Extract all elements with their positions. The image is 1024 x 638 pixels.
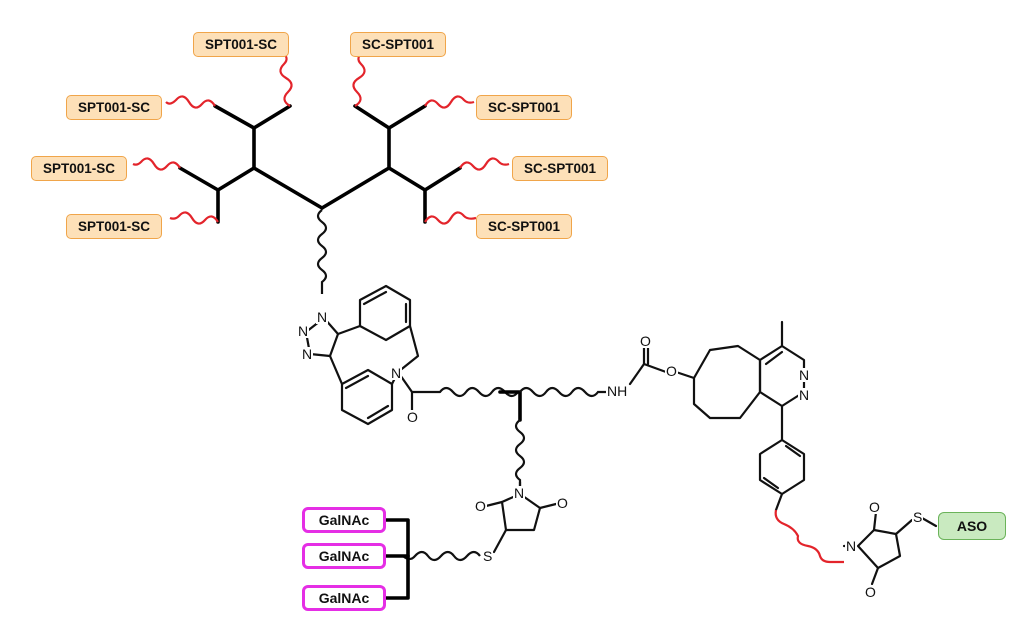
atom-s-thioether: S (482, 548, 494, 564)
payload-linker (169, 211, 219, 225)
dendrimer-scaffold (178, 104, 462, 224)
payload-label-right: SC-SPT001 (476, 214, 572, 239)
cyclooctane-ring (692, 344, 762, 420)
payload-label-right: SC-SPT001 (350, 32, 446, 57)
aso-label: ASO (938, 512, 1006, 540)
dendron-left-lower (216, 166, 256, 224)
payload-linker (352, 51, 366, 107)
payload-label-right: SC-SPT001 (512, 156, 608, 181)
carbamate-group (628, 344, 696, 386)
benzene-ring-lower (340, 368, 394, 426)
atom-o-maleimide: O (864, 584, 877, 600)
maleimide-linker-1 (514, 419, 526, 490)
atom-o-maleimide: O (868, 499, 881, 515)
galnac-label: GalNAc (302, 507, 386, 533)
payload-linker (424, 95, 475, 109)
atom-n-triazole: N (297, 323, 310, 339)
tetrazine-click-product (692, 320, 806, 512)
atom-n-pyridazine: N (798, 387, 811, 403)
payload-linker (424, 211, 477, 225)
payload-label-left: SPT001-SC (193, 32, 289, 57)
galnac-branch (384, 518, 410, 600)
maleimide-ring-2 (842, 510, 938, 586)
galnac-label: GalNAc (302, 543, 386, 569)
payload-linker (459, 157, 510, 171)
dendron-right-upper (320, 104, 391, 210)
atom-n-triazole: N (301, 346, 314, 362)
dendron-left-upper (252, 104, 324, 210)
payload-linker (165, 95, 216, 109)
payload-label-left: SPT001-SC (66, 95, 162, 120)
galnac-label: GalNAc (302, 585, 386, 611)
payload-label-right: SC-SPT001 (476, 95, 572, 120)
atom-o-amide: O (406, 409, 419, 425)
benzene-ring-upper (358, 284, 412, 342)
aso-linker (774, 509, 844, 564)
atom-n-maleimide: N (845, 538, 858, 554)
payload-linkers (132, 51, 510, 225)
phenyl-ring (758, 438, 806, 496)
dendron-right-lower (387, 166, 462, 192)
atom-n-amide: N (390, 365, 403, 381)
atom-n-pyridazine: N (798, 367, 811, 383)
dibenzocyclooctyne-triazole (304, 284, 442, 426)
galnac-linker (402, 550, 481, 562)
payload-linker (132, 157, 181, 171)
atom-o-ester: O (665, 363, 678, 379)
dendron-left-lower-b (178, 166, 220, 192)
atom-n-maleimide: N (513, 485, 526, 501)
payload-label-left: SPT001-SC (66, 214, 162, 239)
dendron-right-upper-b (387, 104, 427, 130)
atom-n-triazole: N (316, 309, 329, 325)
dendron-left-upper-b (213, 104, 256, 130)
payload-label-left: SPT001-SC (31, 156, 127, 181)
atom-o-maleimide: O (556, 495, 569, 511)
core-linker (316, 209, 328, 294)
payload-linker (279, 51, 293, 107)
atom-o-maleimide: O (474, 498, 487, 514)
atom-o-carbamate: O (639, 333, 652, 349)
atom-s-thioether: S (912, 509, 924, 525)
atom-nh-carbamate: NH (606, 383, 629, 399)
carbamate-linker (519, 386, 608, 398)
